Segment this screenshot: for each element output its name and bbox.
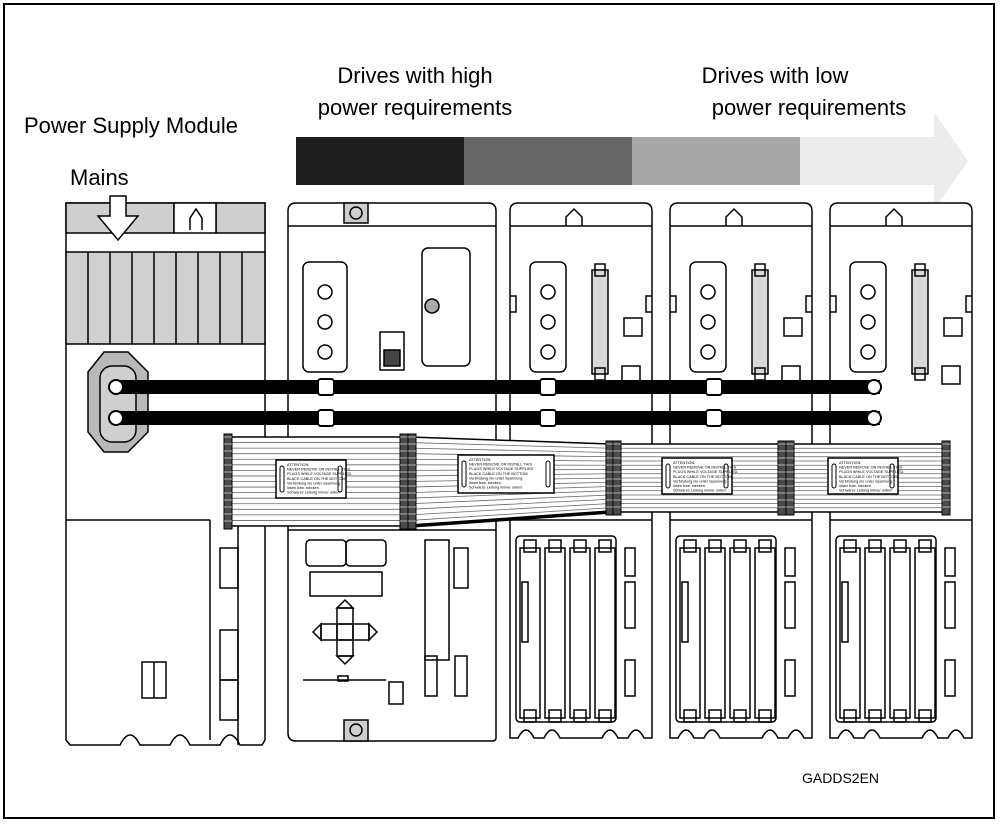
- svg-text:PLUGS WHILE VOLTAGE SUPPLIED.: PLUGS WHILE VOLTAGE SUPPLIED.: [839, 470, 904, 474]
- svg-text:PLUGS WHILE VOLTAGE SUPPLIED.: PLUGS WHILE VOLTAGE SUPPLIED.: [469, 467, 534, 471]
- svg-text:Verbindung nie unter Spannung: Verbindung nie unter Spannung: [839, 479, 892, 483]
- figure-code: GADDS2EN: [802, 770, 880, 786]
- label-high-power-line1: Drives with high: [337, 63, 493, 88]
- svg-text:PLUGS WHILE VOLTAGE SUPPLIED.: PLUGS WHILE VOLTAGE SUPPLIED.: [287, 472, 352, 476]
- mains-arrow-icon: [96, 195, 140, 242]
- svg-text:BLACK CABLE ON THE BOTTOM.: BLACK CABLE ON THE BOTTOM.: [673, 475, 733, 479]
- svg-text:lösen bzw. stecken.: lösen bzw. stecken.: [469, 481, 502, 485]
- svg-text:BLACK CABLE ON THE BOTTOM.: BLACK CABLE ON THE BOTTOM.: [287, 477, 347, 481]
- warning-label-3: ATTENTION:NEVER REMOVE OR INSTALL THISPL…: [661, 457, 738, 495]
- svg-text:BLACK CABLE ON THE BOTTOM.: BLACK CABLE ON THE BOTTOM.: [469, 472, 529, 476]
- gradient-arrowhead: [800, 112, 968, 210]
- power-supply-module: [65, 195, 266, 746]
- svg-text:Verbindung nie unter Spannung: Verbindung nie unter Spannung: [287, 481, 340, 485]
- gradient-segment-3: [632, 137, 800, 185]
- svg-text:NEVER REMOVE OR INSTALL THIS: NEVER REMOVE OR INSTALL THIS: [287, 468, 350, 472]
- warning-label-4: ATTENTION:NEVER REMOVE OR INSTALL THISPL…: [827, 457, 904, 495]
- svg-text:lösen bzw. stecken.: lösen bzw. stecken.: [839, 484, 872, 488]
- svg-text:NEVER REMOVE OR INSTALL THIS: NEVER REMOVE OR INSTALL THIS: [469, 463, 532, 467]
- svg-text:NEVER REMOVE OR INSTALL THIS: NEVER REMOVE OR INSTALL THIS: [673, 466, 736, 470]
- svg-text:Verbindung nie unter Spannung: Verbindung nie unter Spannung: [469, 476, 522, 480]
- label-high-power-line2: power requirements: [317, 95, 513, 120]
- svg-text:PLUGS WHILE VOLTAGE SUPPLIED.: PLUGS WHILE VOLTAGE SUPPLIED.: [673, 470, 738, 474]
- busbar-upper: [112, 380, 880, 394]
- svg-text:ATTENTION:: ATTENTION:: [839, 461, 861, 465]
- gradient-segment-1: [296, 137, 464, 185]
- svg-text:Schwarze Leitung immer unten!: Schwarze Leitung immer unten!: [673, 489, 726, 493]
- label-low-power-line2: power requirements: [711, 95, 907, 120]
- busbar-lower: [112, 411, 880, 425]
- svg-text:lösen bzw. stecken.: lösen bzw. stecken.: [673, 484, 706, 488]
- power-arrow: [296, 112, 968, 210]
- svg-text:Schwarze Leitung immer unten!: Schwarze Leitung immer unten!: [839, 489, 892, 493]
- gradient-segment-2: [464, 137, 632, 185]
- label-power-supply-module: Power Supply Module: [24, 113, 239, 138]
- warning-label-2: ATTENTION:NEVER REMOVE OR INSTALL THISPL…: [457, 454, 555, 494]
- svg-text:Schwarze Leitung immer unten!: Schwarze Leitung immer unten!: [469, 486, 522, 490]
- dc-link-busbars: [108, 378, 882, 427]
- svg-text:Verbindung nie unter Spannung: Verbindung nie unter Spannung: [673, 479, 726, 483]
- svg-text:ATTENTION:: ATTENTION:: [287, 463, 309, 467]
- svg-text:ATTENTION:: ATTENTION:: [469, 458, 491, 462]
- svg-text:BLACK CABLE ON THE BOTTOM.: BLACK CABLE ON THE BOTTOM.: [839, 475, 899, 479]
- svg-text:lösen bzw. stecken.: lösen bzw. stecken.: [287, 486, 320, 490]
- svg-text:ATTENTION:: ATTENTION:: [673, 461, 695, 465]
- label-low-power-line1: Drives with low: [701, 63, 849, 88]
- figure-frame: [3, 3, 995, 819]
- label-mains: Mains: [70, 165, 129, 190]
- svg-text:Schwarze Leitung immer unten!: Schwarze Leitung immer unten!: [287, 491, 340, 495]
- warning-label-1: ATTENTION:NEVER REMOVE OR INSTALL THISPL…: [275, 459, 352, 499]
- svg-text:NEVER REMOVE OR INSTALL THIS: NEVER REMOVE OR INSTALL THIS: [839, 466, 902, 470]
- ribbon-cables: ATTENTION:NEVER REMOVE OR INSTALL THISPL…: [223, 433, 951, 530]
